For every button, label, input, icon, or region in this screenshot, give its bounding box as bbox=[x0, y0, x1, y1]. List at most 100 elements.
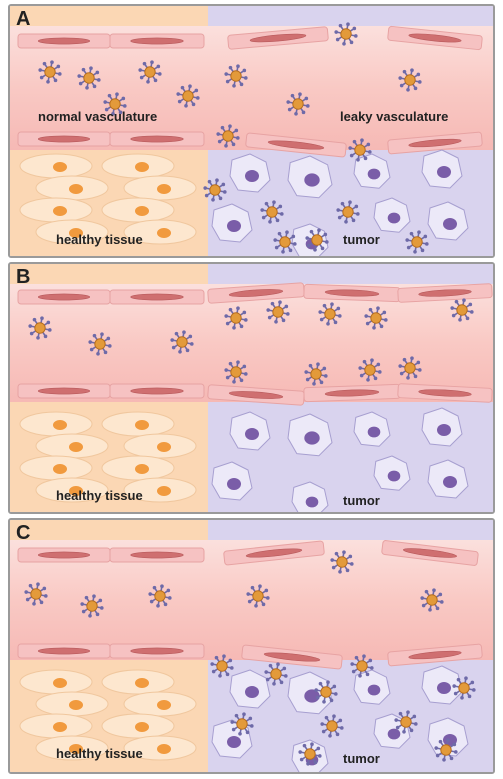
nanoparticle-icon bbox=[148, 584, 172, 608]
endothelial-nucleus bbox=[418, 389, 472, 397]
tumor-cell-nucleus bbox=[443, 218, 457, 230]
nanoparticle-icon bbox=[320, 714, 344, 738]
healthy-cell-nucleus bbox=[53, 420, 67, 430]
nanoparticle-icon bbox=[298, 742, 322, 766]
healthy-cell-nucleus bbox=[157, 442, 171, 452]
nanoparticle-icon bbox=[88, 332, 112, 356]
endothelial-nucleus bbox=[324, 389, 380, 397]
tumor-cell-nucleus bbox=[304, 431, 320, 445]
nanoparticle-icon bbox=[103, 92, 127, 116]
endothelial-nucleus bbox=[37, 293, 91, 301]
healthy-tissue-label: healthy tissue bbox=[56, 232, 143, 247]
panel-b-illustration bbox=[10, 264, 493, 512]
normal-vasculature-label: normal vasculature bbox=[38, 109, 158, 124]
healthy-cell-nucleus bbox=[135, 162, 149, 172]
panel-c-letter: C bbox=[16, 522, 31, 544]
healthy-cell-nucleus bbox=[69, 744, 83, 754]
healthy-cell-nucleus bbox=[69, 228, 83, 238]
healthy-cell-nucleus bbox=[53, 678, 67, 688]
endothelial-nucleus bbox=[130, 647, 184, 655]
nanoparticle-icon bbox=[350, 654, 374, 678]
leaky-vasculature-label: leaky vasculature bbox=[340, 109, 449, 124]
endothelial-cell bbox=[109, 289, 205, 305]
endothelial-nucleus bbox=[130, 551, 184, 559]
endothelial-cell bbox=[227, 26, 329, 50]
endothelial-cell bbox=[245, 132, 347, 158]
healthy-cell-nucleus bbox=[69, 442, 83, 452]
tumor-cell-nucleus bbox=[387, 728, 401, 740]
endothelial-cell bbox=[17, 643, 111, 659]
endothelial-nucleus bbox=[267, 140, 325, 150]
panel-a: A normal vasculature leaky vasculature h… bbox=[8, 4, 495, 258]
tumor-cell-nucleus bbox=[387, 470, 401, 482]
endothelial-nucleus bbox=[37, 37, 91, 45]
endothelial-nucleus bbox=[403, 548, 457, 558]
tumor-cell-nucleus bbox=[227, 220, 241, 232]
healthy-cell-nucleus bbox=[135, 420, 149, 430]
tumor-cell-nucleus bbox=[437, 166, 451, 178]
healthy-cell-nucleus bbox=[135, 206, 149, 216]
nanoparticle-icon bbox=[420, 588, 444, 612]
endothelial-nucleus bbox=[130, 37, 184, 45]
nanoparticle-icon bbox=[210, 654, 234, 678]
tumor-cell-nucleus bbox=[367, 684, 381, 696]
healthy-cell-nucleus bbox=[157, 184, 171, 194]
endothelial-cell bbox=[109, 131, 205, 147]
nanoparticle-icon bbox=[364, 306, 388, 330]
nanoparticle-icon bbox=[80, 594, 104, 618]
endothelial-cell bbox=[387, 131, 483, 155]
endothelial-cell bbox=[17, 33, 111, 49]
tumor-cell-nucleus bbox=[367, 426, 381, 438]
panel-b-letter: B bbox=[16, 266, 31, 288]
endothelial-nucleus bbox=[324, 289, 380, 297]
nanoparticle-icon bbox=[28, 316, 52, 340]
endothelial-nucleus bbox=[408, 138, 462, 148]
nanoparticle-icon bbox=[260, 200, 284, 224]
tumor-cell-nucleus bbox=[245, 170, 259, 182]
nanoparticle-icon bbox=[246, 584, 270, 608]
nanoparticle-icon bbox=[224, 306, 248, 330]
endothelial-nucleus bbox=[228, 391, 284, 399]
nanoparticle-icon bbox=[358, 358, 382, 382]
endothelial-nucleus bbox=[249, 33, 307, 43]
panel-b: B healthy tissue tumor bbox=[8, 262, 495, 514]
healthy-cell-nucleus bbox=[135, 464, 149, 474]
healthy-tissue-label: healthy tissue bbox=[56, 746, 143, 761]
endothelial-nucleus bbox=[408, 650, 462, 660]
nanoparticle-icon bbox=[273, 230, 297, 254]
nanoparticle-icon bbox=[286, 92, 310, 116]
nanoparticle-icon bbox=[224, 64, 248, 88]
healthy-cell-nucleus bbox=[53, 464, 67, 474]
panel-c: C healthy tissue tumor bbox=[8, 518, 495, 774]
nanoparticle-icon bbox=[224, 360, 248, 384]
nanoparticle-icon bbox=[434, 738, 458, 762]
endothelial-cell bbox=[223, 540, 325, 566]
endothelial-nucleus bbox=[37, 135, 91, 143]
healthy-cell-nucleus bbox=[69, 184, 83, 194]
tumor-label: tumor bbox=[343, 232, 380, 247]
nanoparticle-icon bbox=[170, 330, 194, 354]
nanoparticle-icon bbox=[230, 712, 254, 736]
nanoparticle-icon bbox=[203, 178, 227, 202]
nanoparticle-icon bbox=[336, 200, 360, 224]
endothelial-cell bbox=[387, 643, 483, 667]
nanoparticle-icon bbox=[77, 66, 101, 90]
healthy-cell-nucleus bbox=[157, 228, 171, 238]
endothelial-cell bbox=[17, 131, 111, 147]
tumor-cell-nucleus bbox=[443, 476, 457, 488]
nanoparticle-icon bbox=[314, 680, 338, 704]
endothelial-cell bbox=[109, 33, 205, 49]
endothelial-cell bbox=[17, 547, 111, 563]
tumor-label: tumor bbox=[343, 493, 380, 508]
endothelial-nucleus bbox=[37, 647, 91, 655]
healthy-tissue-label: healthy tissue bbox=[56, 488, 143, 503]
panel-a-letter: A bbox=[16, 8, 31, 30]
endothelial-nucleus bbox=[408, 33, 462, 43]
endothelial-cell bbox=[17, 289, 111, 305]
nanoparticle-icon bbox=[330, 550, 354, 574]
healthy-cell-nucleus bbox=[69, 486, 83, 496]
endothelial-nucleus bbox=[37, 387, 91, 395]
nanoparticle-icon bbox=[38, 60, 62, 84]
endothelial-cell bbox=[109, 383, 205, 399]
tumor-cell-nucleus bbox=[305, 496, 319, 508]
